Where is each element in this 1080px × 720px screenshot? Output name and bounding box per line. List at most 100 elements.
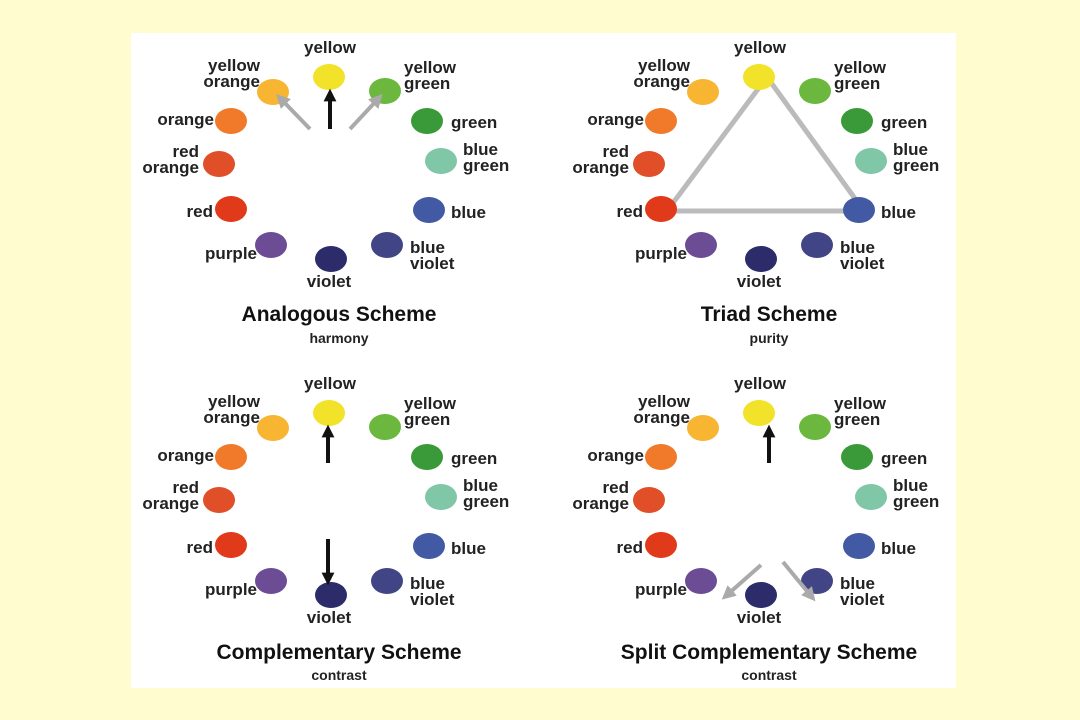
color-label-line: green bbox=[893, 492, 939, 511]
color-dot-yellow-green bbox=[799, 414, 831, 440]
color-dot-red bbox=[215, 532, 247, 558]
color-dot-green bbox=[841, 108, 873, 134]
color-label-line: green bbox=[834, 74, 880, 93]
color-label-line: yellow bbox=[304, 38, 357, 57]
color-dot-blue bbox=[413, 533, 445, 559]
color-label-green: green bbox=[881, 449, 927, 468]
color-label-line: purple bbox=[635, 244, 687, 263]
color-label-line: orange bbox=[587, 110, 644, 129]
color-label-line: purple bbox=[205, 580, 257, 599]
color-dot-red-orange bbox=[633, 487, 665, 513]
color-label-line: blue bbox=[463, 140, 498, 159]
color-dot-blue-violet bbox=[371, 232, 403, 258]
color-label-violet: violet bbox=[737, 272, 782, 291]
color-label-line: orange bbox=[142, 494, 199, 513]
color-dot-yellow-green bbox=[369, 414, 401, 440]
color-label-line: yellow bbox=[638, 392, 691, 411]
color-label-line: orange bbox=[633, 408, 690, 427]
color-label-line: orange bbox=[572, 158, 629, 177]
color-dot-blue-violet bbox=[801, 232, 833, 258]
color-dot-green bbox=[411, 444, 443, 470]
color-dot-purple bbox=[255, 568, 287, 594]
color-label-line: blue bbox=[840, 574, 875, 593]
color-label-green: green bbox=[451, 449, 497, 468]
color-label-purple: purple bbox=[205, 580, 257, 599]
color-label-line: orange bbox=[203, 72, 260, 91]
color-dot-yellow-orange bbox=[687, 79, 719, 105]
color-dot-orange bbox=[215, 444, 247, 470]
color-dot-yellow bbox=[313, 400, 345, 426]
color-label-line: green bbox=[463, 492, 509, 511]
color-label-line: purple bbox=[205, 244, 257, 263]
color-dot-orange bbox=[645, 108, 677, 134]
color-label-line: red bbox=[173, 478, 199, 497]
color-label-line: red bbox=[187, 538, 213, 557]
color-label-purple: purple bbox=[205, 244, 257, 263]
panel-subtitle: contrast bbox=[741, 667, 797, 683]
color-dot-red-orange bbox=[203, 151, 235, 177]
color-label-violet: violet bbox=[307, 272, 352, 291]
color-label-line: orange bbox=[572, 494, 629, 513]
color-dot-orange bbox=[645, 444, 677, 470]
color-label-line: purple bbox=[635, 580, 687, 599]
color-label-line: yellow bbox=[734, 374, 787, 393]
color-dot-blue-green bbox=[855, 484, 887, 510]
color-dot-red-orange bbox=[633, 151, 665, 177]
color-label-line: yellow bbox=[208, 56, 261, 75]
color-label-line: orange bbox=[142, 158, 199, 177]
color-label-yellow: yellow bbox=[734, 38, 787, 57]
color-label-line: blue bbox=[840, 238, 875, 257]
color-dot-red bbox=[645, 196, 677, 222]
color-dot-red-orange bbox=[203, 487, 235, 513]
color-label-line: yellow bbox=[734, 38, 787, 57]
color-label-violet: violet bbox=[737, 608, 782, 627]
panel-title: Triad Scheme bbox=[701, 303, 838, 326]
color-label-line: violet bbox=[840, 590, 885, 609]
color-label-orange: orange bbox=[587, 110, 644, 129]
color-dot-orange bbox=[215, 108, 247, 134]
color-label-orange: orange bbox=[587, 446, 644, 465]
color-label-purple: purple bbox=[635, 580, 687, 599]
color-label-line: orange bbox=[157, 446, 214, 465]
panel-title: Complementary Scheme bbox=[216, 641, 461, 664]
color-dot-violet bbox=[745, 246, 777, 272]
color-label-line: blue bbox=[893, 140, 928, 159]
color-label-line: green bbox=[893, 156, 939, 175]
color-dot-blue-violet bbox=[371, 568, 403, 594]
color-dot-purple bbox=[255, 232, 287, 258]
panel-subtitle: contrast bbox=[311, 667, 367, 683]
color-label-green: green bbox=[881, 113, 927, 132]
color-label-line: red bbox=[617, 538, 643, 557]
color-label-line: violet bbox=[840, 254, 885, 273]
color-label-red: red bbox=[187, 202, 213, 221]
color-label-line: yellow bbox=[404, 58, 457, 77]
panel-split-complementary: Split Complementary Scheme contrast yell… bbox=[572, 374, 939, 683]
color-label-line: red bbox=[617, 202, 643, 221]
panel-subtitle: purity bbox=[750, 330, 789, 346]
color-dot-blue-green bbox=[855, 148, 887, 174]
panel-title: Analogous Scheme bbox=[242, 303, 437, 326]
color-label-line: violet bbox=[307, 272, 352, 291]
color-dot-violet bbox=[315, 582, 347, 608]
color-label-violet: violet bbox=[307, 608, 352, 627]
annotation-group bbox=[721, 424, 816, 602]
color-dot-yellow bbox=[313, 64, 345, 90]
color-label-line: red bbox=[603, 142, 629, 161]
arrow-to-blue-violet bbox=[781, 560, 816, 602]
color-label-line: yellow bbox=[404, 394, 457, 413]
